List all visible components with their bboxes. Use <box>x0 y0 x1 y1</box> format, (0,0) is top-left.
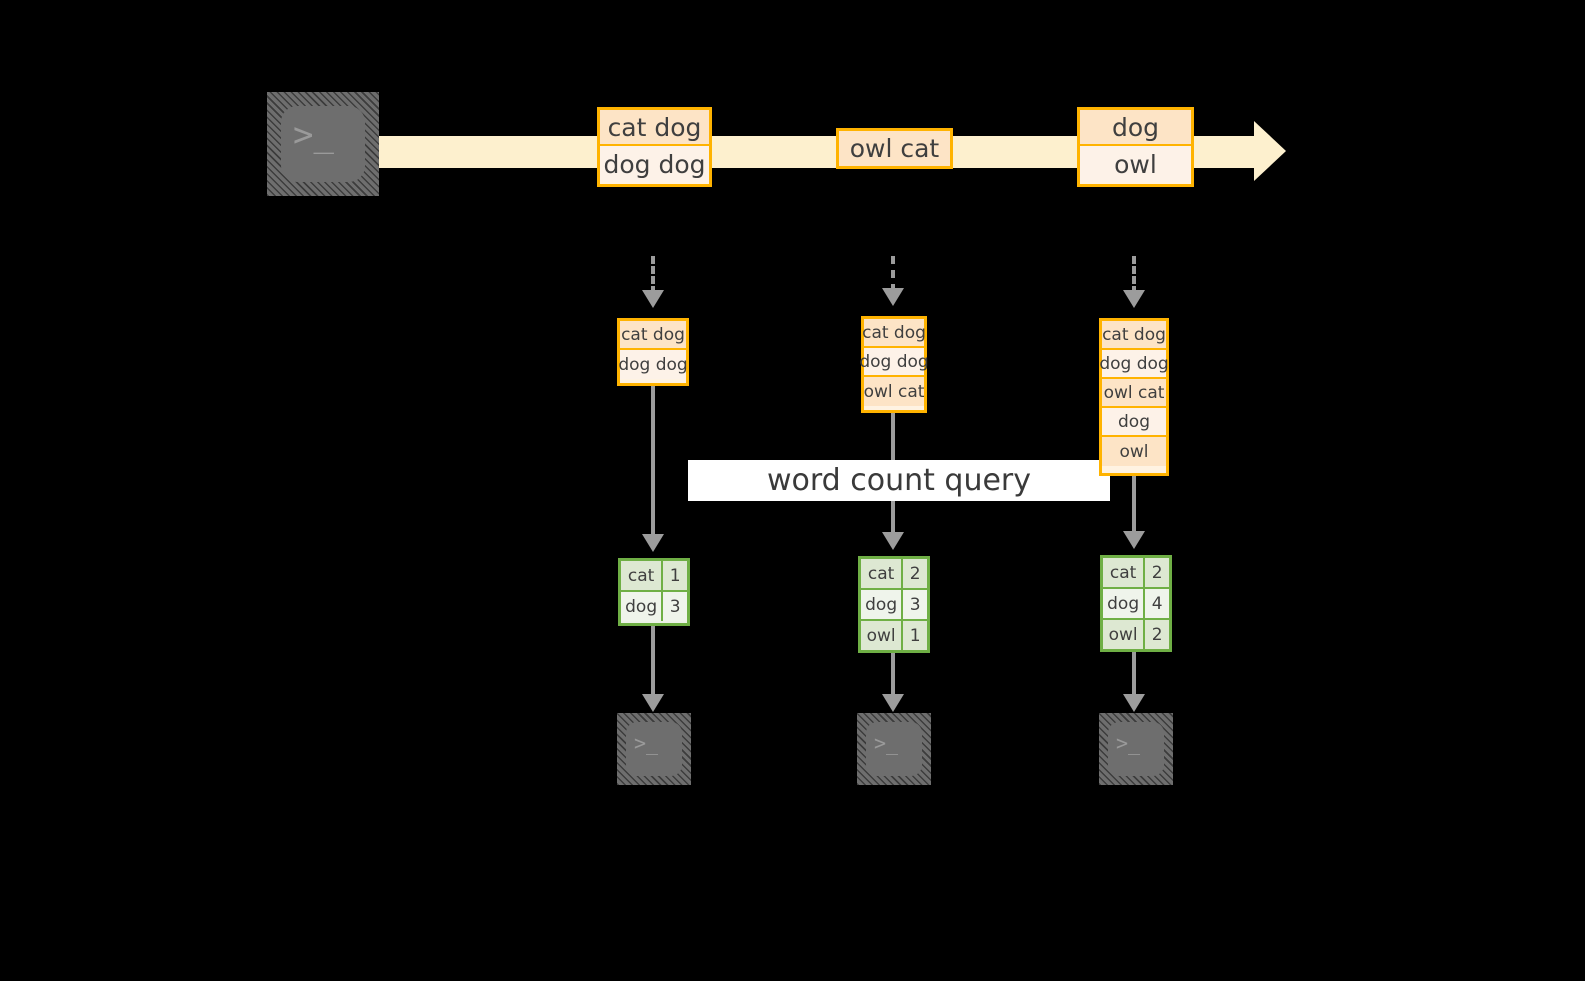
result-count: 1 <box>663 561 687 590</box>
snapshot-2-dashed-arrowhead <box>882 288 904 306</box>
source-terminal-icon[interactable]: >_ <box>267 92 379 196</box>
query-label-band: word count query <box>688 460 1110 501</box>
snapshot-input-line: cat dog <box>620 321 686 350</box>
result-word: cat <box>1103 558 1146 587</box>
stream-arrowhead <box>1254 121 1286 181</box>
stream-record-line: owl cat <box>839 131 950 166</box>
snapshot-input-line: dog dog <box>859 348 929 377</box>
snapshot-input-line: owl cat <box>864 377 924 406</box>
snapshot-3-dashed-arrowhead <box>1123 290 1145 308</box>
snapshot-3-query-arrowhead <box>1123 531 1145 549</box>
result-count: 3 <box>663 592 687 621</box>
snapshot-1-dashed-arrowhead <box>642 290 664 308</box>
stream-record-3[interactable]: dog owl <box>1077 107 1194 187</box>
stream-record-line: dog <box>1080 110 1191 146</box>
snapshot-1-sink-connector <box>651 626 655 698</box>
snapshot-1-query-arrowhead <box>642 534 664 552</box>
snapshot-1-result-table[interactable]: cat 1 dog 3 <box>618 558 690 626</box>
terminal-prompt-glyph: >_ <box>1116 731 1141 755</box>
snapshot-3-sink-arrowhead <box>1123 694 1145 712</box>
table-row[interactable]: dog 3 <box>621 592 687 621</box>
result-count: 3 <box>903 590 927 619</box>
result-word: owl <box>1103 620 1146 649</box>
terminal-screen <box>626 722 682 776</box>
snapshot-input-line: owl cat <box>1102 379 1166 408</box>
result-word: cat <box>621 561 664 590</box>
snapshot-input-line: owl <box>1102 437 1166 466</box>
result-word: dog <box>861 590 904 619</box>
query-label-text: word count query <box>766 463 1032 498</box>
snapshot-2-dashed-connector <box>891 256 895 292</box>
table-row[interactable]: dog 3 <box>861 590 927 621</box>
terminal-prompt-glyph: >_ <box>874 731 899 755</box>
stream-record-line: cat dog <box>600 110 709 146</box>
result-word: dog <box>621 592 664 621</box>
snapshot-2-query-arrowhead <box>882 532 904 550</box>
snapshot-2-sink-arrowhead <box>882 694 904 712</box>
result-word: cat <box>861 559 904 588</box>
snapshot-3-result-table[interactable]: cat 2 dog 4 owl 2 <box>1100 555 1172 652</box>
snapshot-input-line: dog dog <box>1099 350 1169 379</box>
snapshot-3-sink-connector <box>1132 652 1136 698</box>
terminal-screen <box>1108 722 1164 776</box>
snapshot-1-input-table[interactable]: cat dog dog dog <box>617 318 689 386</box>
result-count: 2 <box>1145 620 1169 649</box>
snapshot-2-input-table[interactable]: cat dog dog dog owl cat <box>859 316 929 413</box>
snapshot-2-sink-terminal-icon[interactable]: >_ <box>857 713 931 785</box>
terminal-screen <box>281 106 365 182</box>
snapshot-input-line: cat dog <box>862 319 926 348</box>
snapshot-3-query-connector <box>1132 476 1136 540</box>
table-row[interactable]: cat 2 <box>861 559 927 590</box>
terminal-screen <box>866 722 922 776</box>
table-row[interactable]: owl 2 <box>1103 620 1169 649</box>
stream-record-line: owl <box>1080 146 1191 182</box>
snapshot-3-input-table[interactable]: cat dog dog dog owl cat dog owl <box>1099 318 1169 476</box>
snapshot-input-line: dog dog <box>618 350 688 379</box>
result-word: dog <box>1103 589 1146 618</box>
result-count: 4 <box>1145 589 1169 618</box>
snapshot-1-sink-terminal-icon[interactable]: >_ <box>617 713 691 785</box>
snapshot-3-dashed-connector <box>1132 256 1136 294</box>
snapshot-1-query-connector <box>651 386 655 541</box>
snapshot-input-line: cat dog <box>1102 321 1166 350</box>
table-row[interactable]: cat 2 <box>1103 558 1169 589</box>
snapshot-input-line: dog <box>1102 408 1166 437</box>
snapshot-2-sink-connector <box>891 653 895 698</box>
snapshot-1-sink-arrowhead <box>642 694 664 712</box>
terminal-prompt-glyph: >_ <box>634 731 659 755</box>
table-row[interactable]: cat 1 <box>621 561 687 592</box>
stream-record-1[interactable]: cat dog dog dog <box>597 107 712 187</box>
stream-record-2[interactable]: owl cat <box>836 128 953 169</box>
result-count: 2 <box>903 559 927 588</box>
table-row[interactable]: owl 1 <box>861 621 927 650</box>
table-row[interactable]: dog 4 <box>1103 589 1169 620</box>
snapshot-1-dashed-connector <box>651 256 655 294</box>
result-word: owl <box>861 621 904 650</box>
snapshot-2-result-table[interactable]: cat 2 dog 3 owl 1 <box>858 556 930 653</box>
result-count: 2 <box>1145 558 1169 587</box>
stream-record-line: dog dog <box>600 146 709 182</box>
result-count: 1 <box>903 621 927 650</box>
terminal-prompt-glyph: >_ <box>293 115 334 155</box>
snapshot-3-sink-terminal-icon[interactable]: >_ <box>1099 713 1173 785</box>
